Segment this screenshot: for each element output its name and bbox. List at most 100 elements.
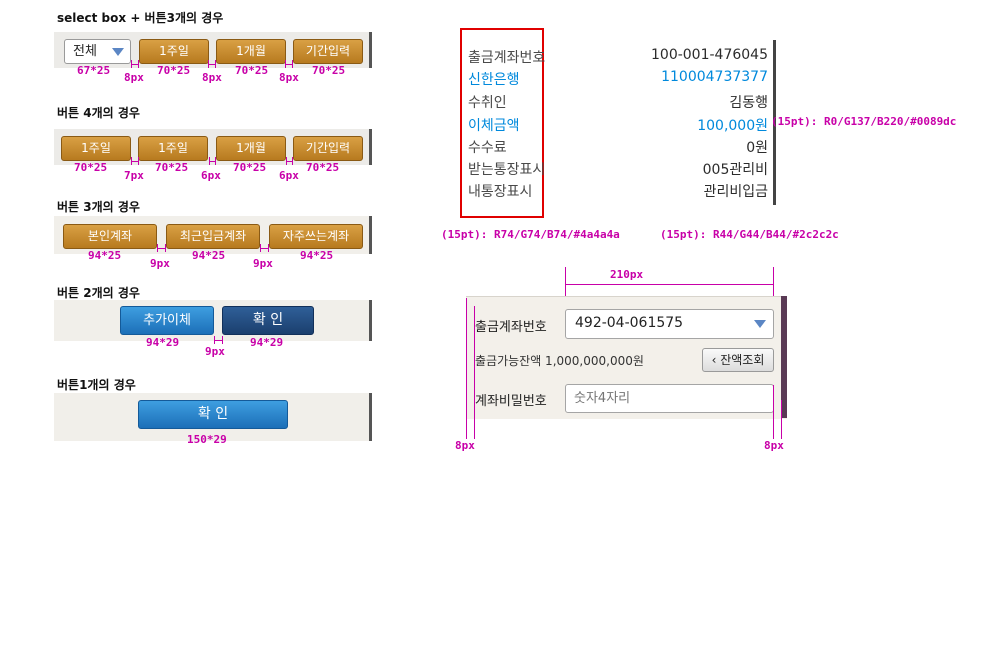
annotation-label-color: (15pt): R74/G74/B74/#4a4a4a — [441, 228, 620, 241]
dim-marker — [565, 267, 566, 300]
dim-label: 6px — [279, 169, 299, 182]
info-value-recipient: 김동행 — [729, 95, 768, 111]
dim-label: 9px — [150, 257, 170, 270]
dim-marker — [466, 298, 467, 439]
dim-marker — [268, 244, 269, 252]
dim-marker — [208, 64, 215, 65]
dim-marker — [138, 157, 139, 165]
dim-marker — [286, 161, 292, 162]
btn-1week-a[interactable]: 1주일 — [61, 136, 131, 161]
info-value-from-account: 100-001-476045 — [651, 47, 768, 63]
info-value-bank-account: 110004737377 — [661, 69, 768, 85]
dim-label: 150*29 — [187, 433, 227, 446]
dim-marker — [260, 248, 268, 249]
dim-label: 67*25 — [77, 64, 111, 77]
section-title-3buttons: 버튼 3개의 경우 — [57, 200, 140, 214]
btn-favorite-account[interactable]: 자주쓰는계좌 — [269, 224, 363, 249]
dim-marker — [292, 157, 293, 165]
info-value-my-memo: 관리비입금 — [703, 184, 768, 200]
dim-label: 70*25 — [157, 64, 191, 77]
section-title-select-3buttons: select box + 버튼3개의 경우 — [57, 11, 224, 25]
form-right-border — [781, 296, 787, 418]
dim-right-padding: 8px — [764, 439, 784, 452]
account-select-value: 492-04-061575 — [575, 315, 684, 331]
btn-confirm[interactable]: 확 인 — [222, 306, 314, 335]
annotation-value-color: (15pt): R44/G44/B44/#2c2c2c — [660, 228, 839, 241]
btn-period-input[interactable]: 기간입력 — [293, 39, 363, 64]
dim-label: 94*25 — [300, 249, 334, 262]
dim-label: 70*25 — [312, 64, 346, 77]
btn-my-account[interactable]: 본인계좌 — [63, 224, 157, 249]
info-label-amount: 이체금액 — [468, 118, 520, 134]
dim-marker — [131, 161, 138, 162]
dim-label: 70*25 — [155, 161, 189, 174]
dim-marker — [474, 306, 475, 439]
dim-label: 94*25 — [88, 249, 122, 262]
info-value-fee: 0원 — [746, 140, 768, 156]
dim-marker — [215, 60, 216, 68]
dim-label: 94*25 — [192, 249, 226, 262]
btn-1week[interactable]: 1주일 — [139, 39, 209, 64]
btn-recent-account[interactable]: 최근입금계좌 — [166, 224, 260, 249]
dim-marker — [209, 161, 215, 162]
dim-form-width: 210px — [610, 268, 644, 281]
dim-left-padding: 8px — [455, 439, 475, 452]
dim-label: 70*25 — [233, 161, 267, 174]
available-balance-text: 출금가능잔액 1,000,000,000원 — [475, 354, 644, 368]
dim-marker — [138, 60, 139, 68]
section-title-2buttons: 버튼 2개의 경우 — [57, 286, 140, 300]
info-label-receiver-memo: 받는통장표시 — [468, 162, 546, 178]
dim-label: 8px — [279, 71, 299, 84]
btn-1month[interactable]: 1개월 — [216, 39, 286, 64]
dim-marker — [565, 284, 773, 285]
btn-1week-b[interactable]: 1주일 — [138, 136, 208, 161]
info-label-from-account: 출금계좌번호 — [468, 50, 546, 66]
dim-marker — [131, 64, 138, 65]
dim-label: 70*25 — [235, 64, 269, 77]
dim-label: 94*29 — [146, 336, 180, 349]
password-input[interactable] — [565, 384, 774, 413]
dim-marker — [222, 336, 223, 344]
dim-label: 8px — [202, 71, 222, 84]
dim-marker — [292, 60, 293, 68]
dropdown-icon — [754, 320, 766, 328]
period-select-value: 전체 — [73, 44, 97, 59]
section-title-1button: 버튼1개의 경우 — [57, 378, 136, 392]
dim-marker — [215, 157, 216, 165]
dim-marker — [773, 267, 774, 300]
section-title-4buttons: 버튼 4개의 경우 — [57, 106, 140, 120]
dim-label: 9px — [205, 345, 225, 358]
dim-marker — [157, 248, 165, 249]
form-password-label: 계좌비밀번호 — [475, 394, 547, 409]
dim-marker — [214, 340, 222, 341]
dim-marker — [773, 385, 774, 439]
btn-add-transfer[interactable]: 추가이체 — [120, 306, 214, 335]
dim-marker — [285, 64, 292, 65]
form-account-label: 출금계좌번호 — [475, 320, 547, 335]
dim-label: 8px — [124, 71, 144, 84]
period-select[interactable]: 전체 — [64, 39, 131, 64]
info-label-bank: 신한은행 — [468, 72, 520, 88]
info-label-recipient: 수취인 — [468, 95, 507, 111]
info-label-my-memo: 내통장표시 — [468, 184, 533, 200]
dim-label: 94*29 — [250, 336, 284, 349]
dim-marker — [165, 244, 166, 252]
btn-period-input[interactable]: 기간입력 — [293, 136, 363, 161]
dim-marker — [781, 400, 782, 439]
annotation-highlight-color: (15pt): R0/G137/B220/#0089dc — [771, 115, 957, 128]
dim-label: 70*25 — [74, 161, 108, 174]
balance-check-button[interactable]: ‹ 잔액조회 — [702, 348, 774, 372]
dropdown-icon — [112, 48, 124, 56]
info-value-receiver-memo: 005관리비 — [702, 162, 768, 178]
btn-1month[interactable]: 1개월 — [216, 136, 286, 161]
btn-confirm-single[interactable]: 확 인 — [138, 400, 288, 429]
dim-label: 6px — [201, 169, 221, 182]
account-select[interactable]: 492-04-061575 — [565, 309, 774, 339]
table-right-border — [773, 40, 776, 205]
info-label-fee: 수수료 — [468, 140, 507, 156]
dim-label: 9px — [253, 257, 273, 270]
dim-label: 7px — [124, 169, 144, 182]
info-value-amount: 100,000원 — [697, 118, 768, 134]
dim-label: 70*25 — [306, 161, 340, 174]
label-highlight-box — [460, 28, 544, 218]
